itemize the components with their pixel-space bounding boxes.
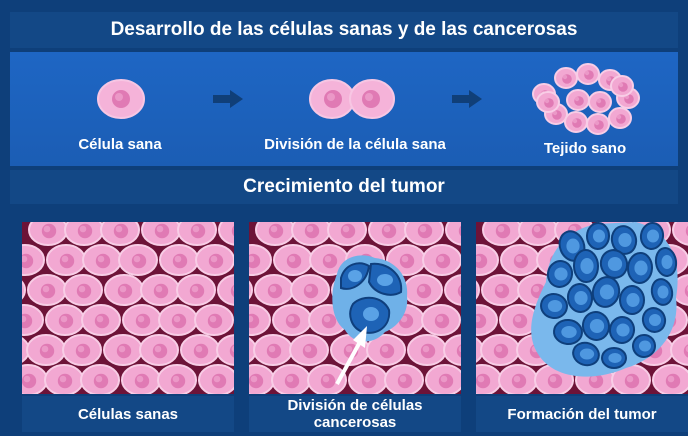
panel-tumor-formation [476, 222, 688, 394]
healthy-tissue-cluster [532, 63, 640, 135]
caption-cancer-division: División de células cancerosas [249, 396, 461, 432]
tumor-mass [531, 222, 678, 377]
stage-label-healthy-tissue: Tejido sano [543, 140, 627, 157]
dividing-healthy-cell [309, 79, 395, 119]
panel-cancer-division [249, 222, 461, 394]
arrow-right-icon [213, 90, 243, 108]
cancer-cell-cluster [332, 255, 408, 342]
arrow-pointer-icon [335, 326, 367, 385]
arrow-right-icon [452, 90, 482, 108]
healthy-tissue-illustration [22, 222, 234, 394]
diagram-title: Desarrollo de las células sanas y de las… [10, 12, 678, 48]
caption-tumor-formation: Formación del tumor [476, 396, 688, 432]
stage-label-healthy-cell: Célula sana [78, 136, 162, 153]
single-healthy-cell [97, 79, 145, 119]
stage-label-cell-division: División de la célula sana [264, 136, 446, 153]
caption-healthy-cells: Células sanas [22, 396, 234, 432]
panel-healthy-cells [22, 222, 234, 394]
section-title: Crecimiento del tumor [10, 170, 678, 204]
